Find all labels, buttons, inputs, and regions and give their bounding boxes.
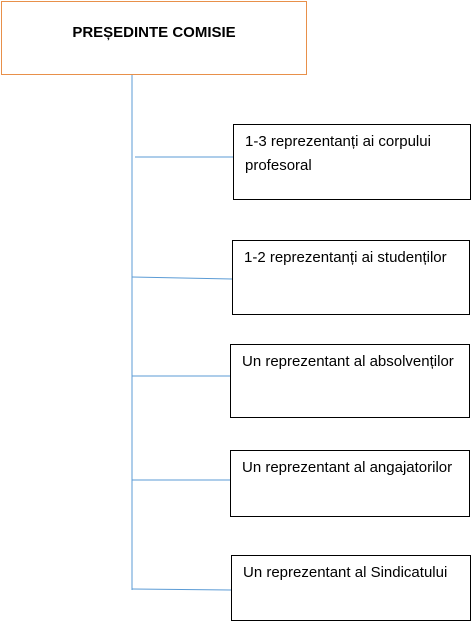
member-node-union: Un reprezentant al Sindicatului [231, 555, 471, 621]
root-node-president: PREȘEDINTE COMISIE [1, 1, 307, 75]
member-node-label: Un reprezentant al angajatorilor [242, 459, 453, 476]
connector-branch-5 [131, 588, 232, 591]
member-node-label: 1-3 reprezentanți ai corpului profesoral [245, 133, 431, 174]
member-node-label: Un reprezentant al Sindicatului [243, 564, 448, 581]
member-node-employers: Un reprezentant al angajatorilor [230, 450, 470, 517]
connector-branch-2 [131, 276, 233, 280]
member-node-label: 1-2 reprezentanți ai studenților [244, 249, 447, 266]
member-node-teaching-staff: 1-3 reprezentanți ai corpului profesoral [233, 124, 471, 200]
member-node-graduates: Un reprezentant al absolvenților [230, 344, 470, 418]
member-node-students: 1-2 reprezentanți ai studenților [232, 240, 470, 315]
member-node-label: Un reprezentant al absolvenților [242, 353, 454, 370]
root-node-label: PREȘEDINTE COMISIE [72, 24, 236, 41]
